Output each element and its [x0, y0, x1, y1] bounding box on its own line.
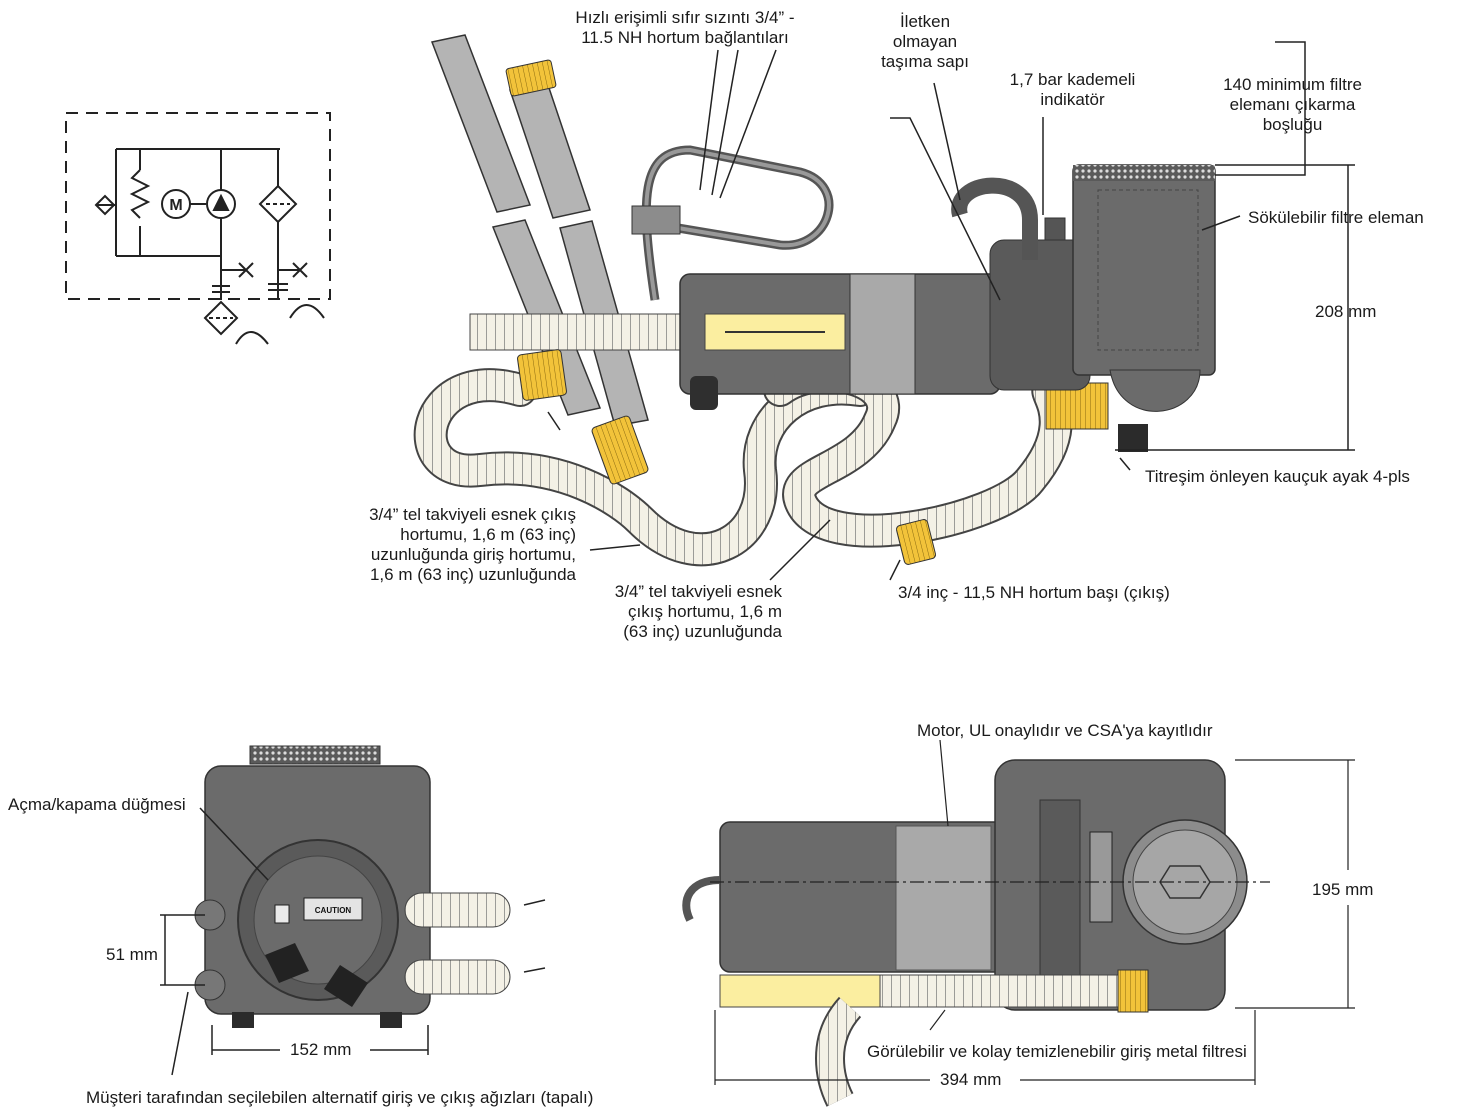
outlet-hose-left-line-4: 1,6 m (63 inç) uzunluğunda: [369, 565, 576, 584]
rubber-feet-label: Titreşim önleyen kauçuk ayak 4-pls: [1145, 467, 1410, 486]
outlet-hose-mid-line-2: çıkış hortumu, 1,6 m: [628, 602, 782, 621]
indicator-line-1: 1,7 bar kademeli: [1009, 70, 1136, 89]
outlet-hose-mid-line-1: 3/4” tel takviyeli esnek: [614, 582, 782, 601]
outlet-hose-mid-line-3: (63 inç) uzunluğunda: [623, 622, 782, 641]
strainer-label: Görülebilir ve kolay temizlenebilir giri…: [867, 1042, 1247, 1061]
hose-connections-line-2: 11.5 NH hortum bağlantıları: [581, 28, 789, 47]
indicator-line-2: indikatör: [1040, 90, 1105, 109]
outlet-hose-left-label: 3/4” tel takviyeli esnek çıkış hortumu, …: [300, 505, 576, 585]
handle-line-3: taşıma sapı: [881, 52, 969, 71]
clearance-line-1: 140 minimum filtre: [1223, 75, 1362, 94]
outlet-hose-left-line-1: 3/4” tel takviyeli esnek çıkış: [369, 505, 576, 524]
hydraulic-schematic: M: [65, 112, 331, 345]
outlet-hose-mid-label: 3/4” tel takviyeli esnek çıkış hortumu, …: [560, 582, 782, 642]
clearance-line-3: boşluğu: [1262, 115, 1323, 134]
caution-plate-text: CAUTION: [315, 906, 352, 915]
motor-label: Motor, UL onaylıdır ve CSA'ya kayıtlıdır: [917, 721, 1213, 740]
main-pump-view: [413, 34, 1355, 581]
ports-label: Müşteri tarafından seçilebilen alternati…: [86, 1088, 594, 1107]
motor-symbol-label: M: [169, 197, 182, 214]
hose-connections-line-1: Hızlı erişimli sıfır sızıntı 3/4” -: [575, 8, 795, 27]
handle-line-1: İletken: [899, 12, 951, 31]
handle-label: İletken olmayan taşıma sapı: [870, 12, 980, 72]
outlet-hose-left-line-2: hortumu, 1,6 m (63 inç): [400, 525, 576, 544]
handle-line-2: olmayan: [892, 32, 958, 51]
side-view: [682, 739, 1355, 1107]
dimension-195: 195 mm: [1312, 880, 1374, 899]
dimension-394: 394 mm: [940, 1070, 1002, 1089]
hose-head-label: 3/4 inç - 11,5 NH hortum başı (çıkış): [898, 583, 1170, 602]
dimension-152: 152 mm: [290, 1040, 352, 1059]
clearance-line-2: elemanı çıkarma: [1229, 95, 1356, 114]
dimension-208: 208 mm: [1315, 302, 1377, 321]
front-view: CAUTION: [160, 745, 546, 1076]
clearance-label: 140 minimum filtre elemanı çıkarma boşlu…: [1205, 75, 1380, 135]
dimension-51: 51 mm: [106, 945, 158, 964]
filter-element-label: Sökülebilir filtre eleman: [1248, 208, 1424, 227]
hose-connections-label: Hızlı erişimli sıfır sızıntı 3/4” - 11.5…: [555, 8, 815, 48]
outlet-hose-left-line-3: uzunluğunda giriş hortumu,: [370, 545, 576, 564]
switch-label: Açma/kapama düğmesi: [8, 795, 186, 814]
indicator-label: 1,7 bar kademeli indikatör: [1000, 70, 1145, 110]
